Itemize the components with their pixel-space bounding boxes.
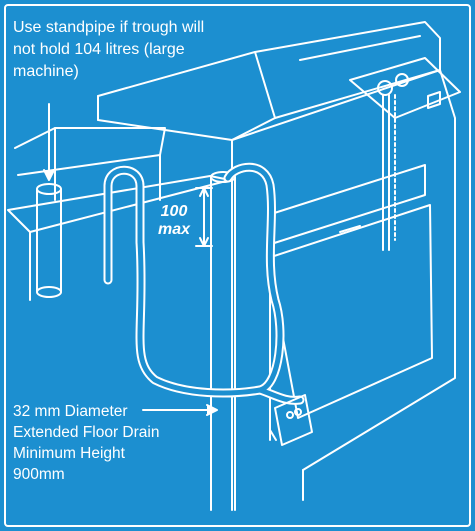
inner-border	[4, 4, 471, 527]
standpipe-callout-line-3: machine)	[13, 63, 79, 80]
drain-hose	[103, 162, 305, 405]
standpipe-callout: Use standpipe if trough will not hold 10…	[13, 17, 204, 83]
laundry-trough	[7, 127, 231, 301]
standpipe-callout-line-1: Use standpipe if trough will	[13, 19, 205, 36]
floor-drain-callout-line-3: Minimum Height	[13, 445, 125, 462]
dimension-marker	[195, 187, 213, 247]
standpipe-callout-line-2: not hold 104 litres (large	[13, 41, 185, 58]
washing-machine	[97, 21, 461, 511]
standpipe	[36, 183, 62, 298]
floor-drain-pipe	[210, 171, 236, 511]
floor-drain-callout: 32 mm Diameter Extended Floor Drain Mini…	[13, 401, 159, 485]
height-dimension-label: 100 max	[152, 203, 196, 239]
floor-drain-callout-line-2: Extended Floor Drain	[13, 424, 160, 441]
floor-drain-callout-line-1: 32 mm Diameter	[13, 403, 128, 420]
height-dimension-unit: max	[157, 221, 191, 238]
floor-drain-callout-line-4: 900mm	[13, 466, 65, 483]
height-dimension-value: 100	[160, 203, 188, 220]
drain-outlet-box	[269, 394, 313, 446]
